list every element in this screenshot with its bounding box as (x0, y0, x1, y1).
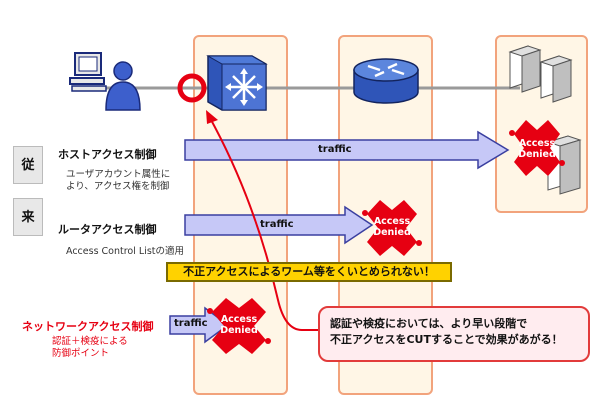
nac-traffic-arrow (169, 306, 230, 344)
conventional-label-top: 従 (13, 146, 43, 184)
host-access-desc-line1: ユーザアカウント属性に (66, 169, 171, 180)
highlight-ring (177, 73, 207, 103)
nac-desc: 認証＋検疫による 防御ポイント (52, 336, 128, 360)
switch-icon (206, 55, 268, 111)
router-denied-text: Access Denied (372, 216, 412, 238)
warning-banner: 不正アクセスによるワーム等をくいとめられない！ (166, 262, 452, 282)
note-line2: 不正アクセスをCUTすることで効果があがる！ (330, 333, 563, 346)
nac-denied-line1: Access (220, 314, 258, 325)
router-access-desc: Access Control Listの適用 (66, 246, 185, 257)
conventional-char-top: 従 (21, 158, 35, 173)
host-denied-line2: Denied (518, 149, 556, 160)
nac-denied-line2: Denied (220, 325, 258, 336)
host-denied-text: Access Denied (517, 138, 557, 160)
server-icon (508, 45, 582, 195)
router-access-title: ルータアクセス制御 (58, 223, 157, 236)
router-icon (353, 58, 419, 104)
nac-desc-line1: 認証＋検疫による (52, 336, 128, 347)
nac-denied-text: Access Denied (219, 314, 259, 336)
note-line1: 認証や検疫においては、より早い段階で (330, 317, 528, 330)
host-access-desc-line2: より、アクセス権を制御 (66, 181, 170, 192)
router-denied-line2: Denied (373, 227, 411, 238)
pc-user-icon (69, 52, 141, 111)
nac-title: ネットワークアクセス制御 (22, 320, 154, 333)
nac-denied-badge (207, 298, 271, 354)
router-traffic-arrow (184, 205, 374, 245)
host-traffic-arrow (184, 130, 510, 170)
router-denied-line1: Access (373, 216, 411, 227)
host-traffic-label: traffic (318, 144, 352, 155)
host-access-desc: ユーザアカウント属性に より、アクセス権を制御 (66, 169, 170, 193)
host-access-title: ホストアクセス制御 (58, 148, 157, 161)
host-denied-badge (509, 120, 565, 176)
note-box: 認証や検疫においては、より早い段階で 不正アクセスをCUTすることで効果があがる… (318, 306, 590, 362)
nac-desc-line2: 防御ポイント (52, 348, 110, 359)
conventional-label-bottom: 来 (13, 198, 43, 236)
router-traffic-label: traffic (260, 219, 294, 230)
conventional-char-bottom: 来 (21, 210, 35, 225)
host-denied-line1: Access (518, 138, 556, 149)
nac-traffic-label: traffic (174, 318, 208, 329)
router-denied-badge (362, 200, 422, 256)
